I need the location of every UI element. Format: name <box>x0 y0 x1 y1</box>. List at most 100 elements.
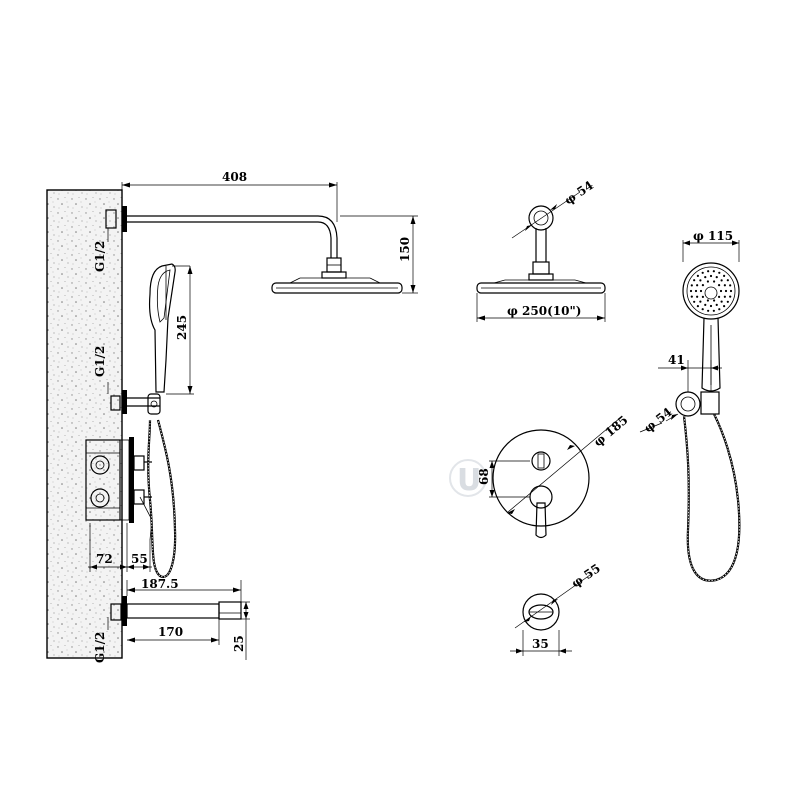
thread-label-top: G1/2 <box>93 241 107 272</box>
nozzle-dot <box>717 284 721 287</box>
nozzle-dot <box>709 304 713 308</box>
hand-shower-side <box>148 263 190 393</box>
nozzle-dot <box>723 305 726 308</box>
dim-flange-diameter: φ 54 <box>511 178 596 239</box>
nozzle-dot <box>712 299 716 302</box>
nozzle-dot <box>696 295 699 298</box>
nozzle-dot <box>699 300 702 303</box>
nozzle-dot <box>712 280 716 283</box>
nozzle-dot <box>689 289 693 293</box>
dim-handheld-length: 245 <box>166 266 194 395</box>
nozzle-dot <box>704 276 707 279</box>
dim-holder-diameter-label: φ 54 <box>641 405 675 436</box>
nozzle-dot <box>696 284 699 287</box>
dim-head-diameter: φ 250(10") <box>476 293 606 322</box>
nozzle-dot <box>729 295 732 298</box>
nozzle-dot <box>696 274 700 277</box>
nozzle-dot <box>723 295 726 298</box>
nozzle-dot <box>706 299 710 302</box>
dim-holder-offset: 41 <box>658 353 722 392</box>
dim-plate-diameter-label: φ 185 <box>591 413 631 449</box>
dim-handheld-diameter-label: φ 115 <box>693 229 733 243</box>
arm-flange-front <box>528 205 554 281</box>
dim-arm-length-label: 408 <box>222 170 247 184</box>
dim-holder-diameter: φ 54 <box>639 405 679 436</box>
nozzle-dot <box>693 279 696 282</box>
nozzle-dot <box>726 300 729 303</box>
nozzle-dot <box>706 280 710 283</box>
nozzle-dot <box>729 284 732 287</box>
dim-spout-flange-width: 35 <box>510 630 572 656</box>
nozzle-dot <box>696 305 700 308</box>
nozzle-dot <box>712 270 715 273</box>
nozzle-dot <box>724 289 728 293</box>
nozzle-dot <box>712 309 715 312</box>
dim-spout-height-label: 25 <box>232 635 246 652</box>
nozzle-dot <box>720 300 723 303</box>
dim-handle-spacing: 68 <box>477 460 530 498</box>
hand-shower-front <box>682 262 740 392</box>
bath-spout-side <box>110 596 242 626</box>
watermark-letter: U <box>457 463 481 498</box>
dim-holder-offset-label: 41 <box>668 353 685 367</box>
nozzle-dot <box>715 303 718 306</box>
nozzle-dot <box>715 276 718 279</box>
nozzle-dot <box>704 303 707 306</box>
hand-shower-holder <box>675 391 720 417</box>
dim-head-diameter-label: φ 250(10") <box>507 304 581 318</box>
nozzle-dot <box>693 300 696 303</box>
dim-flange-diameter-label: φ 54 <box>562 178 596 207</box>
nozzle-pattern <box>689 270 733 312</box>
nozzle-dot <box>701 295 705 298</box>
nozzle-dot <box>707 309 710 312</box>
nozzle-dot <box>701 284 705 287</box>
nozzle-dot <box>729 289 733 293</box>
nozzle-dot <box>709 274 713 278</box>
dim-spout-flange-diameter: φ 55 <box>514 561 603 629</box>
dim-spout-outer-label: 187.5 <box>141 577 179 591</box>
watermark: U <box>449 459 487 498</box>
dim-handle-spacing-label: 68 <box>477 468 491 485</box>
dim-spout-flange-width-label: 35 <box>532 637 549 651</box>
nozzle-dot <box>699 289 703 293</box>
dim-spout-outer: 187.5 <box>126 577 242 602</box>
thread-label-mid: G1/2 <box>93 346 107 377</box>
dim-spout-inner: 170 <box>127 619 220 645</box>
shower-hose-front <box>682 413 741 582</box>
dim-valve-depth-a-label: 72 <box>96 552 113 566</box>
wall-section <box>46 189 123 659</box>
spout-flange-front <box>522 593 560 631</box>
nozzle-dot <box>723 284 726 287</box>
dim-valve-depth-b-label: 55 <box>131 552 148 566</box>
thread-label-bottom: G1/2 <box>93 632 107 663</box>
shower-hose-side <box>147 419 177 579</box>
nozzle-dot <box>718 308 721 311</box>
rain-shower-head-front <box>476 279 606 294</box>
nozzle-dot <box>720 279 723 282</box>
dim-plate-diameter: φ 185 <box>507 413 631 514</box>
nozzle-dot <box>694 289 698 293</box>
nozzle-dot <box>718 271 721 274</box>
nozzle-dot <box>701 308 704 311</box>
nozzle-dot <box>701 271 704 274</box>
rain-shower-head-side <box>271 277 403 294</box>
nozzle-dot <box>717 295 721 298</box>
dim-arm-drop-label: 150 <box>398 237 412 262</box>
dim-spout-inner-label: 170 <box>158 625 183 639</box>
dim-spout-height: 25 <box>232 601 250 660</box>
dim-handheld-length-label: 245 <box>175 315 189 340</box>
dim-arm-drop: 150 <box>340 215 418 294</box>
nozzle-dot <box>690 284 693 287</box>
dim-valve-depth: 72 55 <box>88 523 152 572</box>
nozzle-dot <box>719 289 723 293</box>
nozzle-dot <box>690 295 693 298</box>
nozzle-dot <box>707 270 710 273</box>
nozzle-dot <box>723 274 726 277</box>
shower-arm <box>105 206 347 279</box>
nozzle-dot <box>699 279 702 282</box>
wall-outlet-holder <box>110 390 161 415</box>
dim-arm-length: 408 <box>121 170 338 222</box>
nozzle-dot <box>726 279 729 282</box>
dim-spout-flange-diameter-label: φ 55 <box>569 561 603 590</box>
